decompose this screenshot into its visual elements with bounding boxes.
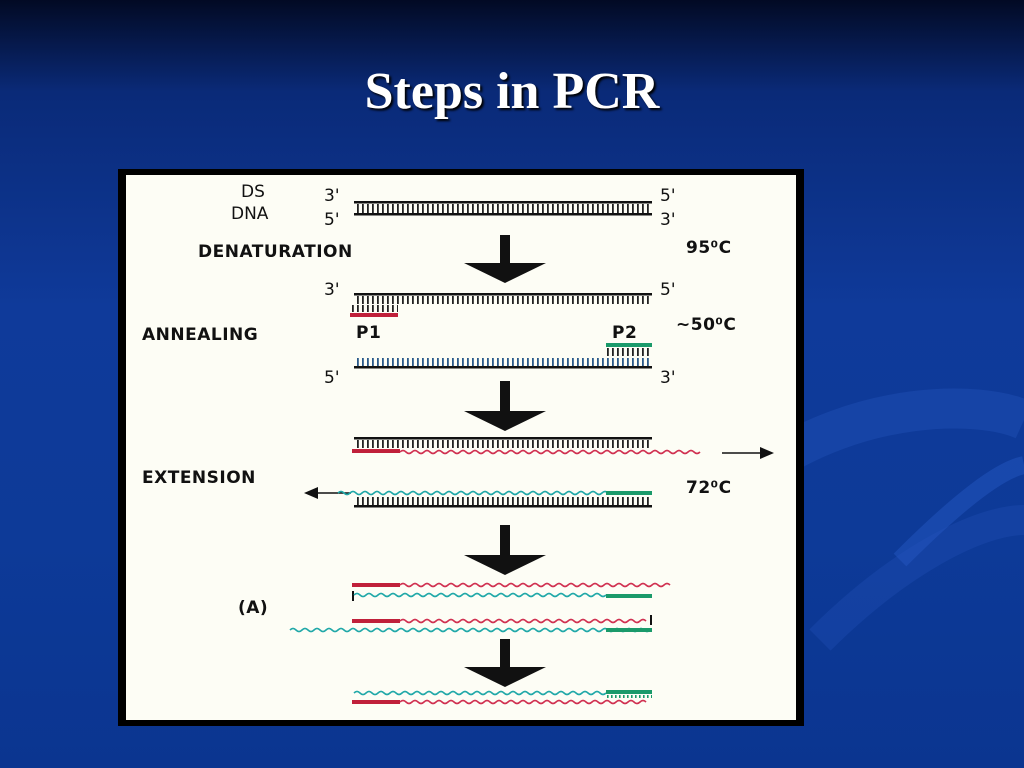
end-label-top-left: 3': [324, 186, 340, 206]
slide-title: Steps in PCR: [364, 63, 660, 120]
primer-p1: [350, 305, 398, 317]
arrow-down-icon: [464, 525, 546, 575]
step-extension: EXTENSION: [142, 468, 256, 488]
arrow-down-icon: [464, 639, 546, 687]
dna-label: DNA: [231, 204, 269, 224]
temp-denaturation: 95⁰C: [686, 238, 732, 258]
ds-dna-strand: [354, 201, 652, 216]
end-label-anneal-top-right: 5': [660, 280, 676, 300]
pcr-diagram: DS DNA 3' 5' 5' 3' DENATURATION 95⁰C 3' …: [142, 182, 774, 705]
end-label-anneal-top-left: 3': [324, 280, 340, 300]
end-label-anneal-bottom-right: 3': [660, 368, 676, 388]
end-label-bottom-left: 5': [324, 210, 340, 230]
pcr-figure-frame: DS DNA 3' 5' 5' 3' DENATURATION 95⁰C 3' …: [118, 169, 804, 726]
end-label-anneal-bottom-left: 5': [324, 368, 340, 388]
extension-top-strand: [352, 437, 774, 459]
arrow-down-icon: [464, 235, 546, 283]
end-label-top-right: 5': [660, 186, 676, 206]
temp-annealing: ~50⁰C: [676, 315, 736, 335]
step-annealing: ANNEALING: [142, 325, 258, 345]
pcr-figure: DS DNA 3' 5' 5' 3' DENATURATION 95⁰C 3' …: [126, 175, 796, 720]
primer-p1-label: P1: [356, 323, 381, 343]
temp-extension: 72⁰C: [686, 478, 732, 498]
product-2: [289, 615, 652, 633]
final-product: [352, 690, 652, 705]
primer-p2-label: P2: [612, 323, 637, 343]
step-denaturation: DENATURATION: [198, 242, 353, 262]
end-label-bottom-right: 3': [660, 210, 676, 230]
arrow-down-icon: [464, 381, 546, 431]
primer-p2: [606, 343, 652, 356]
ds-label: DS: [241, 182, 265, 202]
product-1: [352, 582, 671, 601]
panel-label: (A): [238, 598, 268, 618]
anneal-bottom-strand: [354, 358, 652, 369]
anneal-top-strand: [354, 293, 652, 304]
extension-bottom-strand: [304, 487, 652, 508]
